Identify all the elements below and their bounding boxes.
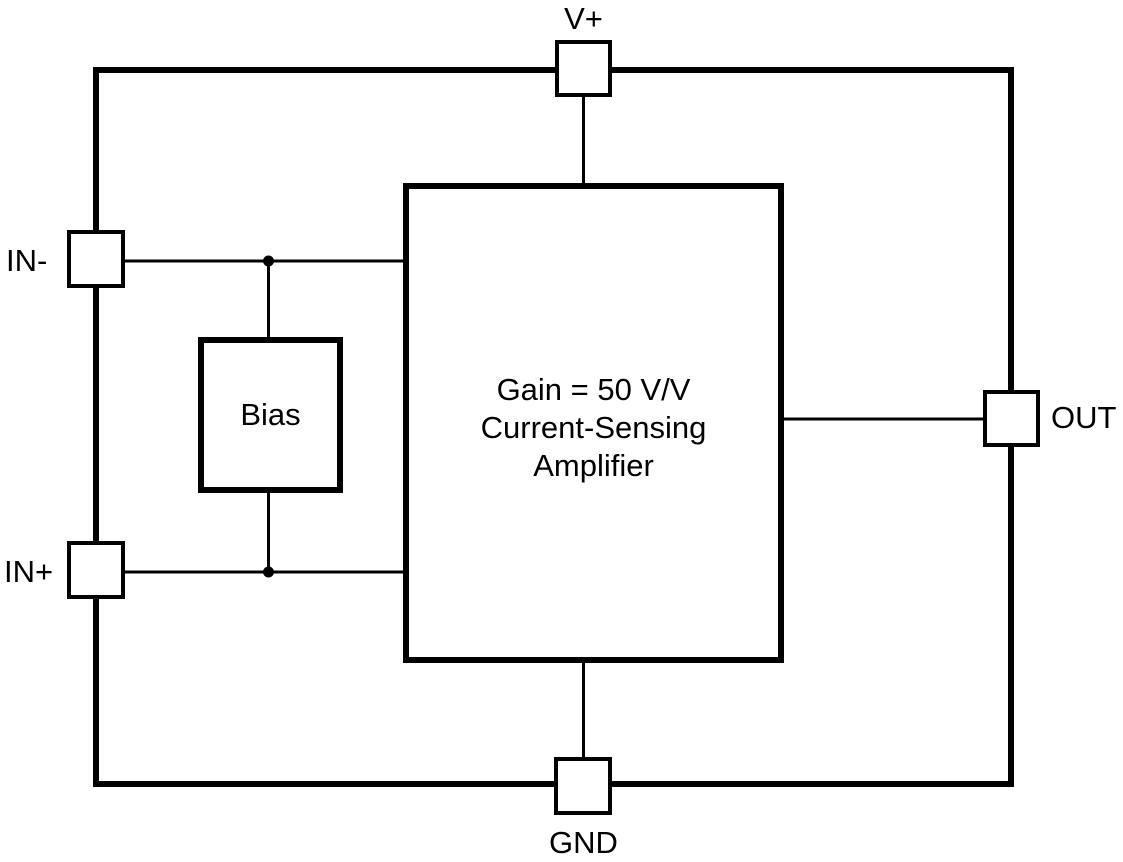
pin-label-out: OUT	[1051, 400, 1117, 435]
amplifier-block	[403, 183, 784, 663]
pin-square-gnd	[554, 757, 612, 815]
pin-square-inplus	[67, 541, 125, 599]
junction-dot-inminus	[263, 255, 274, 267]
pin-label-inminus: IN-	[6, 243, 48, 278]
bias-block	[198, 337, 343, 493]
bias-block-label: Bias	[240, 397, 301, 432]
pin-square-inminus	[67, 230, 125, 288]
amplifier-label-line2: Current-Sensing	[480, 410, 707, 445]
junction-dot-inplus	[263, 566, 274, 578]
pin-label-gnd: GND	[549, 825, 618, 860]
pin-label-inplus: IN+	[4, 554, 54, 589]
pin-label-vplus: V+	[564, 1, 603, 36]
amplifier-label-line1: Gain = 50 V/V	[496, 372, 691, 407]
amplifier-block-label: Gain = 50 V/V Current-Sensing Amplifier	[406, 371, 781, 485]
amplifier-label-line3: Amplifier	[533, 448, 654, 483]
pin-square-out	[983, 390, 1040, 447]
pin-square-vplus	[555, 40, 612, 97]
